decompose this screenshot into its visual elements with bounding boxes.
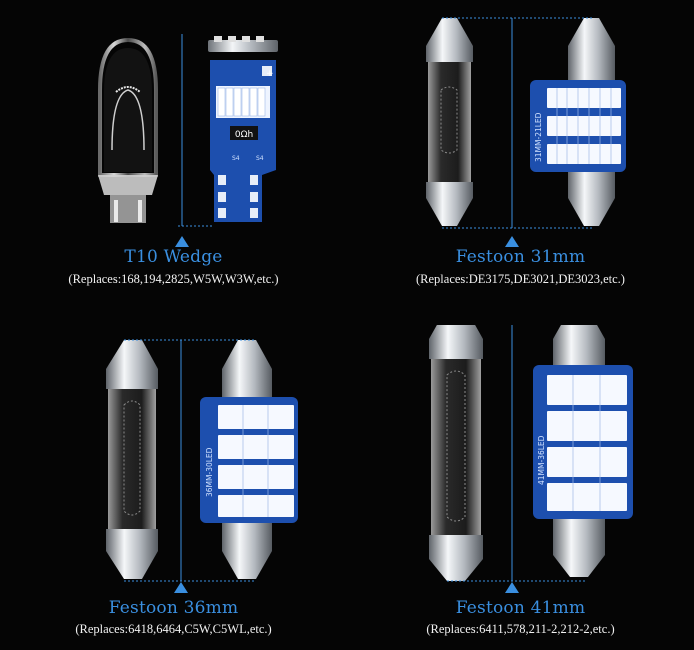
festoon-36-glass-bulb: [106, 340, 158, 579]
pad-label-left: S4: [232, 155, 240, 162]
dimension-arrow: [174, 582, 188, 593]
product-title: Festoon 31mm: [455, 247, 586, 267]
festoon-41-illustration: 41MM-36LED: [429, 325, 633, 593]
product-festoon-36mm: 36MM-30LED Festoon 36mm (Replaces:6418,6…: [0, 325, 347, 650]
dimension-arrow: [175, 236, 189, 247]
glass-bulb: [98, 37, 158, 223]
product-title: Festoon 36mm: [108, 598, 239, 618]
product-t10-wedge: 0Ωh S4 S4 + T10 Wedge (Replaces:168,194,…: [0, 0, 347, 325]
product-replaces: (Replaces:DE3175,DE3021,DE3023,etc.): [416, 272, 625, 286]
t10-illustration: 0Ωh S4 S4 +: [98, 34, 278, 247]
product-replaces: (Replaces:6418,6464,C5W,C5WL,etc.): [75, 622, 272, 636]
pcb-label: 36MM-30LED: [205, 447, 214, 497]
dimension-lines: [124, 339, 256, 582]
dimension-lines: [178, 34, 214, 227]
dimension-arrow: [505, 582, 519, 593]
pcb-label: 41MM-36LED: [537, 435, 546, 485]
dimension-lines: [447, 325, 587, 582]
festoon-41-led-bulb: 41MM-36LED: [533, 325, 633, 577]
product-replaces: (Replaces:6411,578,211-2,212-2,etc.): [426, 622, 615, 636]
pad-label-right: S4: [256, 155, 264, 162]
product-title: Festoon 41mm: [455, 598, 586, 618]
dimension-arrow: [505, 236, 519, 247]
festoon-31-illustration: 31MM-21LED: [426, 17, 626, 247]
plus-mark: +: [266, 69, 274, 79]
product-festoon-41mm: 41MM-36LED Festoon 41mm (Replaces:6411,5…: [347, 325, 694, 650]
festoon-36-illustration: 36MM-30LED: [106, 339, 298, 593]
product-title: T10 Wedge: [124, 247, 223, 267]
festoon-41-glass-bulb: [429, 325, 483, 581]
festoon-36-led-bulb: 36MM-30LED: [200, 340, 298, 579]
product-festoon-31mm: 31MM-21LED Festoon 31mm (Replaces:DE3175…: [347, 0, 694, 325]
chip-label: 0Ωh: [235, 130, 253, 140]
dimension-lines: [442, 17, 592, 229]
festoon-31-led-bulb: 31MM-21LED: [530, 18, 626, 226]
t10-led-board: 0Ωh S4 S4 +: [208, 36, 278, 222]
resistor-chip: [230, 126, 258, 140]
pcb-label: 31MM-21LED: [534, 112, 543, 162]
festoon-31-glass-bulb: [426, 18, 473, 226]
product-replaces: (Replaces:168,194,2825,W5W,W3W,etc.): [68, 272, 279, 286]
